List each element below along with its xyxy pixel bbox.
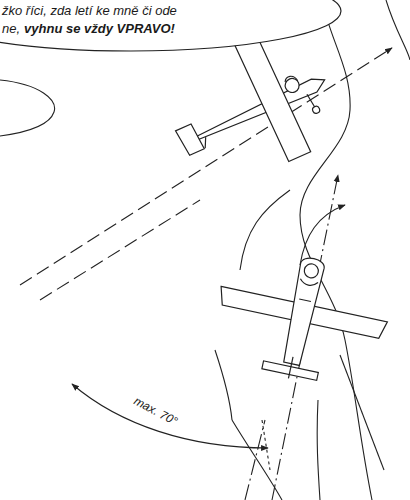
bubble-fragment (0, 80, 55, 136)
angle-leg (262, 420, 270, 470)
speech-text: vyhnu se vždy VPRAVO! (24, 21, 175, 36)
flight-track (245, 420, 265, 500)
road-line (300, 0, 372, 500)
road-line (386, 0, 410, 60)
flight-track (40, 200, 200, 300)
speech-text: žko říci, zda letí ke mně či ode (2, 2, 302, 20)
speech-bubble: žko říci, zda letí ke mně či odene, vyhnu… (0, 0, 342, 52)
turn-arrow (300, 205, 345, 265)
speech-line: ne, vyhnu se vždy VPRAVO! (2, 20, 302, 38)
flight-track (20, 48, 392, 285)
leader-line (340, 355, 384, 470)
angle-label: max. 70° (130, 393, 182, 430)
corridor-line (232, 420, 282, 500)
flight-track (272, 175, 338, 500)
corridor-line (240, 190, 290, 270)
corridor-line (215, 350, 232, 420)
speech-text: ne, (2, 21, 20, 36)
angle-arc (72, 384, 268, 448)
corridor-line (317, 400, 320, 500)
bubble-text: žko říci, zda letí ke mně či odene, vyhnu… (0, 0, 302, 38)
low-wing-plane (205, 241, 397, 396)
